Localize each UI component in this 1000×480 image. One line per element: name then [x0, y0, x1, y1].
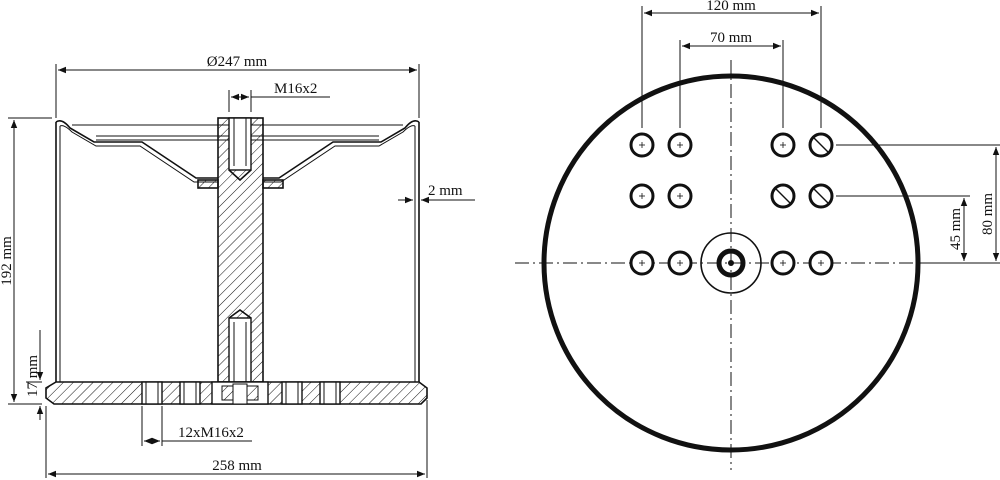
dim-spacing-inner-label: 70 mm: [710, 30, 752, 46]
base-plate: [45, 381, 428, 405]
dim-spacing-outer: 120 mm: [641, 0, 822, 128]
dim-wall-thickness: 2 mm: [398, 183, 475, 204]
dim-spacing-outer-label: 120 mm: [706, 0, 756, 14]
dim-height-base: 17 mm: [25, 330, 44, 420]
dim-width-base-label: 258 mm: [212, 458, 262, 474]
screw-slot: [813, 188, 829, 204]
dim-height-total: 192 mm: [0, 117, 52, 405]
cylinder-wall: [55, 122, 420, 382]
dim-height-base-label: 17 mm: [25, 355, 41, 397]
hole-pattern: [629, 132, 834, 276]
central-shaft: [217, 117, 264, 383]
dim-spacing-inner: 70 mm: [679, 30, 784, 128]
dim-diameter-top-label: Ø247 mm: [207, 54, 268, 70]
dim-offset-row2-label: 45 mm: [948, 208, 964, 250]
dim-bottom-threads: 12xM16x2: [141, 406, 252, 446]
dim-height-total-label: 192 mm: [0, 236, 15, 286]
top-view: 120 mm 70 mm 45 mm 80 mm: [515, 0, 1000, 470]
screw-slot: [775, 188, 791, 204]
section-view: Ø247 mm M16x2 2 mm 192 mm 17: [0, 54, 475, 478]
central-boss: [700, 232, 762, 294]
dim-wall-thickness-label: 2 mm: [428, 183, 463, 199]
dim-bottom-threads-label: 12xM16x2: [178, 425, 244, 441]
dim-offsets: 45 mm 80 mm: [836, 144, 1000, 264]
dim-thread-top-label: M16x2: [274, 81, 317, 97]
screw-slot: [813, 137, 829, 153]
outer-rim: [541, 73, 921, 453]
dim-width-base: 258 mm: [45, 400, 428, 478]
dim-diameter-top: Ø247 mm: [55, 54, 420, 118]
top-dish: [55, 120, 420, 189]
dim-offset-row1-label: 80 mm: [980, 193, 996, 235]
dim-thread-top: M16x2: [228, 81, 330, 112]
